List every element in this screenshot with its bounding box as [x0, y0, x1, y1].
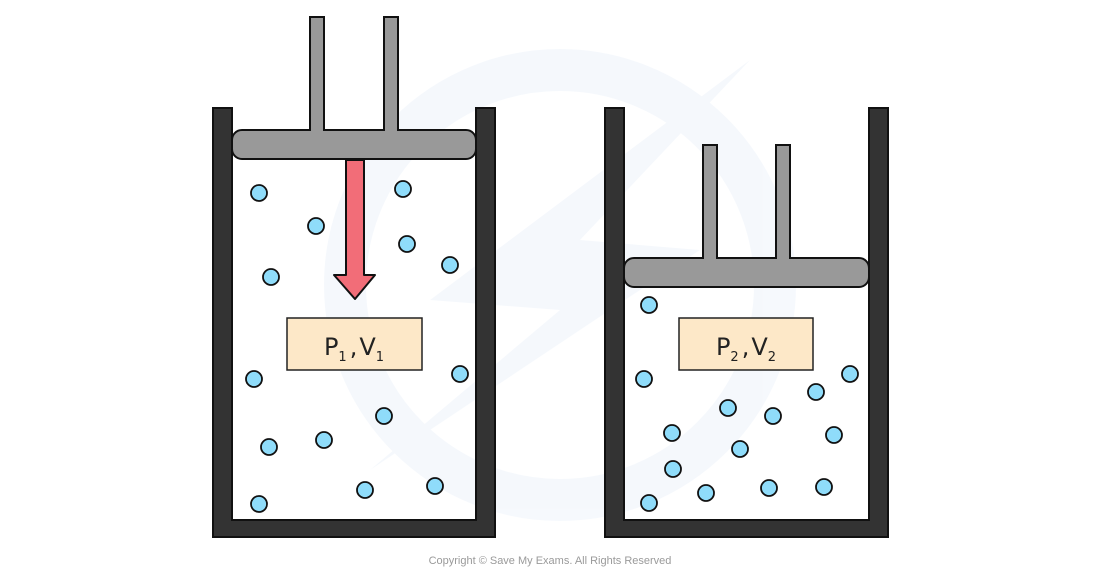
right-piston-rod-2 — [775, 144, 791, 262]
gas-molecule — [375, 407, 393, 425]
gas-molecule — [394, 180, 412, 198]
down-arrow-icon — [333, 159, 376, 300]
gas-molecule — [663, 424, 681, 442]
gas-molecule — [841, 365, 859, 383]
gas-molecule — [640, 296, 658, 314]
right-label-box: P2,V2 — [678, 317, 814, 371]
gas-molecule — [635, 370, 653, 388]
left-volume-symbol: V — [359, 333, 376, 361]
left-pressure-symbol: P — [324, 333, 338, 361]
right-piston-plate — [623, 257, 870, 288]
gas-molecule — [356, 481, 374, 499]
gas-molecule — [697, 484, 715, 502]
gas-molecule — [245, 370, 263, 388]
gas-molecule — [760, 479, 778, 497]
left-molecules — [245, 180, 469, 513]
gas-molecule — [307, 217, 325, 235]
gas-molecule — [764, 407, 782, 425]
svg-text:P1,V1: P1,V1 — [324, 333, 384, 365]
right-volume-symbol: V — [751, 333, 768, 361]
gas-molecule — [426, 477, 444, 495]
gas-molecule — [664, 460, 682, 478]
gas-molecule — [719, 399, 737, 417]
gas-molecule — [250, 495, 268, 513]
gas-molecule — [250, 184, 268, 202]
svg-text:P2,V2: P2,V2 — [716, 333, 776, 365]
gas-molecule — [731, 440, 749, 458]
right-cylinder: P2,V2 — [604, 107, 889, 538]
right-piston — [623, 144, 870, 288]
gas-molecule — [398, 235, 416, 253]
gas-molecule — [451, 365, 469, 383]
left-piston-plate — [231, 129, 477, 160]
left-cylinder: P1,V1 — [212, 16, 496, 538]
right-piston-rod-1 — [702, 144, 718, 262]
left-label-box: P1,V1 — [286, 317, 423, 371]
gas-molecule — [640, 494, 658, 512]
copyright-notice: Copyright © Save My Exams. All Rights Re… — [428, 555, 672, 567]
right-molecules — [635, 296, 859, 512]
gas-molecule — [825, 426, 843, 444]
right-cylinder-wall — [604, 107, 889, 538]
left-piston-rod-2 — [383, 16, 399, 134]
left-piston — [231, 16, 477, 160]
gas-molecule — [807, 383, 825, 401]
gas-molecule — [260, 438, 278, 456]
gas-molecule — [815, 478, 833, 496]
left-piston-rod-1 — [309, 16, 325, 134]
gas-molecule — [315, 431, 333, 449]
gas-molecule — [441, 256, 459, 274]
left-cylinder-wall — [212, 107, 496, 538]
gas-molecule — [262, 268, 280, 286]
right-pressure-symbol: P — [716, 333, 730, 361]
